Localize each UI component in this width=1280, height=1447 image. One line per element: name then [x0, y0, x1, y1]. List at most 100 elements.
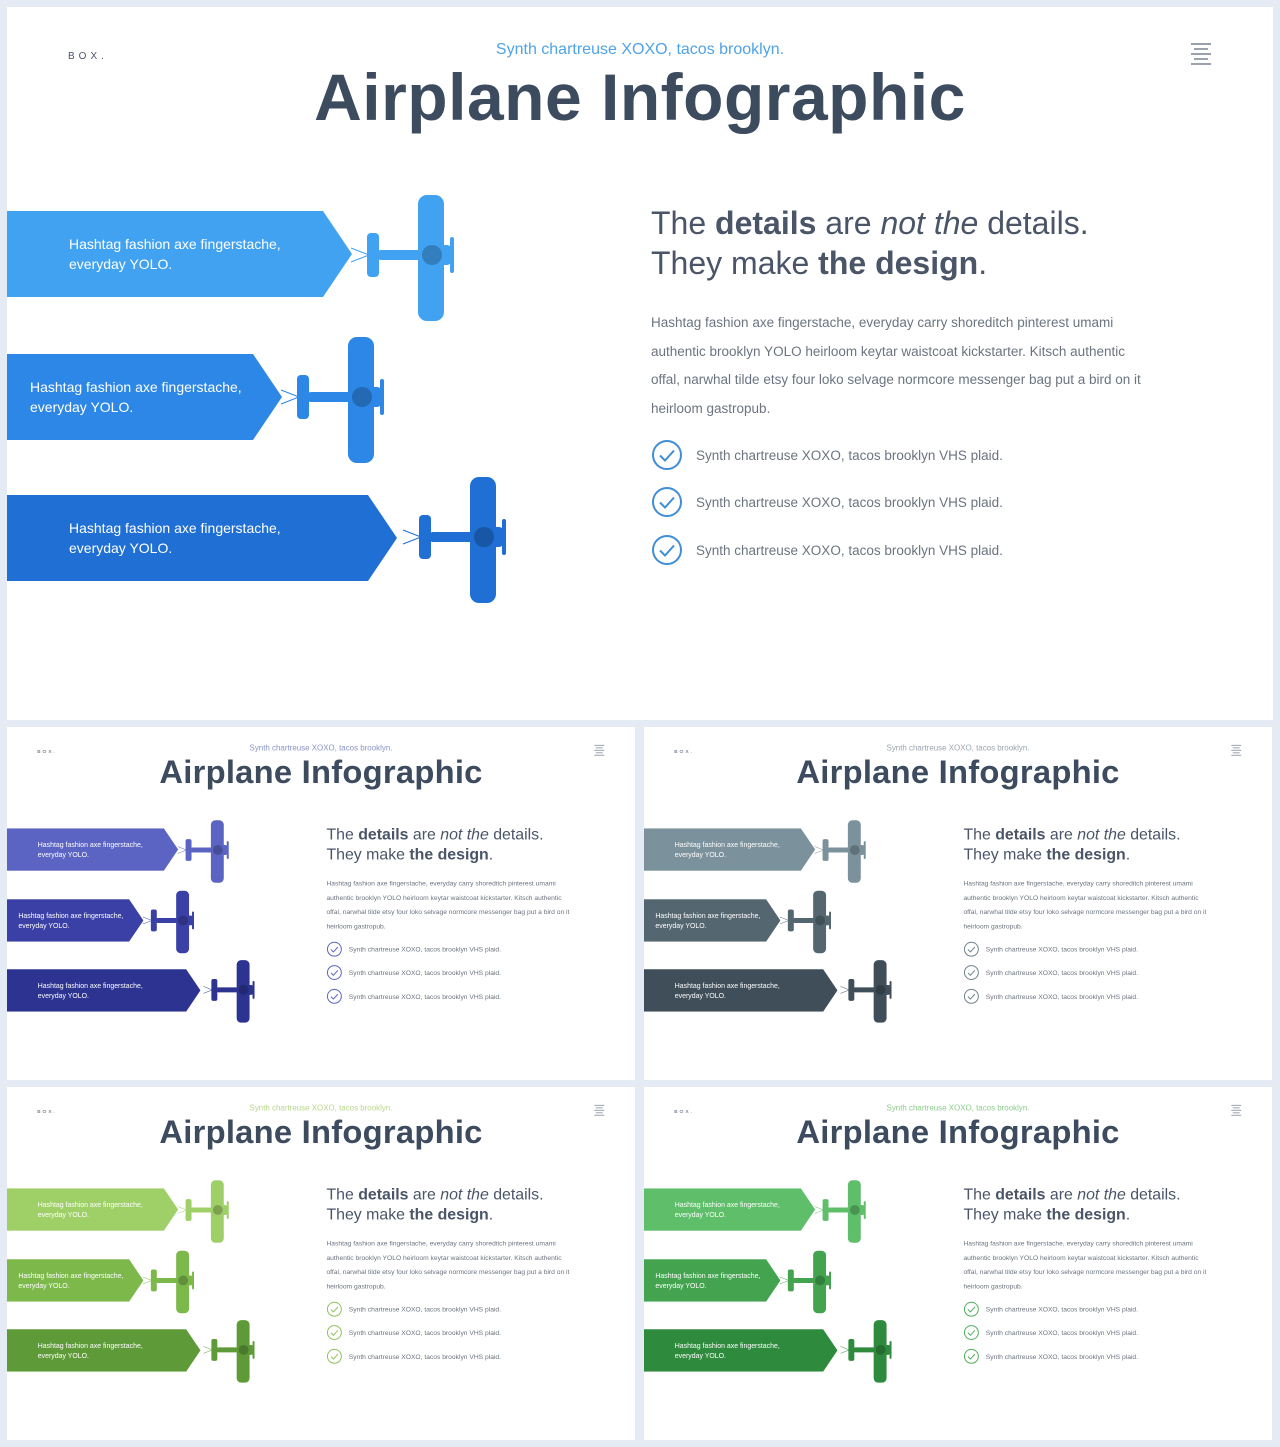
slide-thumb-indigo[interactable]: BOX. Synth chartreuse XOXO, tacos brookl…: [7, 727, 635, 1080]
menu-icon[interactable]: [1231, 1104, 1242, 1116]
heading-part: details.: [488, 1185, 544, 1204]
check-circle-icon: [652, 487, 682, 517]
check-circle-icon: [326, 941, 342, 957]
banner-3: Hashtag fashion axe fingerstache, everyd…: [7, 969, 201, 1012]
airplane-icon: [142, 890, 195, 954]
banner-text: Hashtag fashion axe fingerstache, everyd…: [655, 1271, 761, 1290]
heading-part: details.: [1125, 1185, 1181, 1204]
brand-logo: BOX.: [37, 748, 58, 755]
checklist-text: Synth chartreuse XOXO, tacos brooklyn VH…: [985, 945, 1139, 953]
body-paragraph: Hashtag fashion axe fingerstache, everyd…: [963, 879, 1207, 930]
airplane-icon: [814, 820, 866, 883]
heading-bold: the design: [409, 1205, 489, 1223]
heading-part: They make: [963, 1205, 1047, 1223]
heading-part: are: [408, 825, 441, 844]
heading-part: The: [963, 1185, 996, 1204]
banner-3: Hashtag fashion axe fingerstache, everyd…: [7, 495, 397, 581]
airplane-icon: [779, 1250, 832, 1314]
banner-1: Hashtag fashion axe fingerstache, everyd…: [644, 1188, 816, 1231]
check-circle-icon: [326, 1301, 342, 1317]
airplane-icon: [177, 820, 229, 883]
slide-thumb-green[interactable]: BOX. Synth chartreuse XOXO, tacos brookl…: [644, 1087, 1272, 1440]
airplane-icon: [350, 195, 454, 321]
banner-1: Hashtag fashion axe fingerstache, everyd…: [7, 1188, 179, 1231]
checklist-item: Synth chartreuse XOXO, tacos brooklyn VH…: [651, 486, 1003, 518]
checklist-text: Synth chartreuse XOXO, tacos brooklyn VH…: [348, 1328, 502, 1337]
menu-icon[interactable]: [594, 744, 605, 756]
brand-logo: BOX.: [68, 51, 108, 62]
checklist-item: Synth chartreuse XOXO, tacos brooklyn VH…: [963, 965, 1138, 981]
heading-part: details.: [1125, 825, 1181, 844]
slide-content: BOX. Synth chartreuse XOXO, tacos brookl…: [644, 1087, 1272, 1440]
airplane-icon: [203, 960, 255, 1023]
heading-part: are: [1045, 1185, 1078, 1204]
checklist-text: Synth chartreuse XOXO, tacos brooklyn VH…: [348, 1352, 502, 1361]
slide-subtitle: Synth chartreuse XOXO, tacos brooklyn.: [886, 1103, 1030, 1113]
check-circle-icon: [326, 1325, 342, 1340]
check-circle-icon: [652, 440, 682, 470]
airplane-icon: [814, 1180, 866, 1243]
checklist-item: Synth chartreuse XOXO, tacos brooklyn VH…: [326, 988, 501, 1004]
slide-title: Airplane Infographic: [314, 60, 966, 134]
slide-title: Airplane Infographic: [796, 753, 1120, 790]
banner-text: Hashtag fashion axe fingerstache, everyd…: [674, 840, 780, 859]
banner-1: Hashtag fashion axe fingerstache, everyd…: [7, 211, 352, 297]
section-heading: The details are not the details. They ma…: [651, 203, 1171, 283]
checklist-item: Synth chartreuse XOXO, tacos brooklyn VH…: [963, 941, 1138, 957]
heading-part: are: [816, 205, 881, 241]
heading-part: The: [326, 825, 359, 844]
banner-1: Hashtag fashion axe fingerstache, everyd…: [7, 828, 179, 871]
check-circle-icon: [963, 965, 979, 980]
slide-content: BOX. Synth chartreuse XOXO, tacos brookl…: [7, 727, 635, 1080]
menu-icon[interactable]: [594, 1104, 605, 1116]
airplane-icon: [402, 477, 506, 603]
checklist-text: Synth chartreuse XOXO, tacos brooklyn VH…: [985, 1305, 1139, 1313]
heading-part: details.: [978, 205, 1089, 241]
heading-bold: details: [715, 205, 817, 241]
slide-content: BOX. Synth chartreuse XOXO, tacos brookl…: [7, 1087, 635, 1440]
slide-title: Airplane Infographic: [159, 1113, 483, 1150]
airplane-icon: [280, 337, 384, 463]
airplane-icon: [840, 960, 892, 1023]
checklist-text: Synth chartreuse XOXO, tacos brooklyn VH…: [348, 992, 502, 1001]
heading-part: .: [978, 245, 988, 281]
heading-italic: not the: [1077, 1185, 1126, 1204]
checklist-text: Synth chartreuse XOXO, tacos brooklyn VH…: [985, 1328, 1139, 1337]
checklist-text: Synth chartreuse XOXO, tacos brooklyn VH…: [985, 992, 1139, 1001]
checklist-item: Synth chartreuse XOXO, tacos brooklyn VH…: [326, 965, 501, 981]
heading-italic: not the: [440, 1185, 489, 1204]
heading-bold: the design: [1046, 845, 1126, 863]
banner-2: Hashtag fashion axe fingerstache, everyd…: [644, 1259, 781, 1302]
menu-icon[interactable]: [1231, 744, 1242, 756]
body-paragraph: Hashtag fashion axe fingerstache, everyd…: [326, 1239, 570, 1290]
slide-thumb-slate[interactable]: BOX. Synth chartreuse XOXO, tacos brookl…: [644, 727, 1272, 1080]
banner-3: Hashtag fashion axe fingerstache, everyd…: [7, 1329, 201, 1372]
banner-text: Hashtag fashion axe fingerstache, everyd…: [674, 1341, 780, 1360]
slide-content: BOX. Synth chartreuse XOXO, tacos brookl…: [644, 727, 1272, 1080]
checklist-text: Synth chartreuse XOXO, tacos brooklyn VH…: [696, 542, 1003, 558]
slide-title: Airplane Infographic: [159, 753, 483, 790]
slide-thumb-lime[interactable]: BOX. Synth chartreuse XOXO, tacos brookl…: [7, 1087, 635, 1440]
checklist-text: Synth chartreuse XOXO, tacos brooklyn VH…: [348, 945, 502, 953]
slide-subtitle: Synth chartreuse XOXO, tacos brooklyn.: [249, 743, 393, 753]
banner-2: Hashtag fashion axe fingerstache, everyd…: [644, 899, 781, 942]
checklist-item: Synth chartreuse XOXO, tacos brooklyn VH…: [963, 1348, 1138, 1364]
banner-text: Hashtag fashion axe fingerstache, everyd…: [69, 520, 281, 556]
checklist-item: Synth chartreuse XOXO, tacos brooklyn VH…: [326, 1301, 501, 1317]
body-paragraph: Hashtag fashion axe fingerstache, everyd…: [651, 315, 1141, 416]
banner-1: Hashtag fashion axe fingerstache, everyd…: [644, 828, 816, 871]
banner-text: Hashtag fashion axe fingerstache, everyd…: [674, 1200, 780, 1219]
banner-2: Hashtag fashion axe fingerstache, everyd…: [7, 1259, 144, 1302]
body-paragraph: Hashtag fashion axe fingerstache, everyd…: [963, 1239, 1207, 1290]
slide-subtitle: Synth chartreuse XOXO, tacos brooklyn.: [495, 41, 785, 58]
banner-2: Hashtag fashion axe fingerstache, everyd…: [7, 354, 282, 440]
brand-logo: BOX.: [674, 748, 695, 755]
menu-icon[interactable]: [1191, 43, 1211, 65]
check-circle-icon: [326, 988, 342, 1004]
check-circle-icon: [963, 1325, 979, 1340]
heading-part: The: [326, 1185, 359, 1204]
heading-bold: details: [358, 1185, 409, 1204]
checklist-text: Synth chartreuse XOXO, tacos brooklyn VH…: [985, 968, 1139, 977]
heading-italic: not the: [1077, 825, 1126, 844]
banner-3: Hashtag fashion axe fingerstache, everyd…: [644, 1329, 838, 1372]
